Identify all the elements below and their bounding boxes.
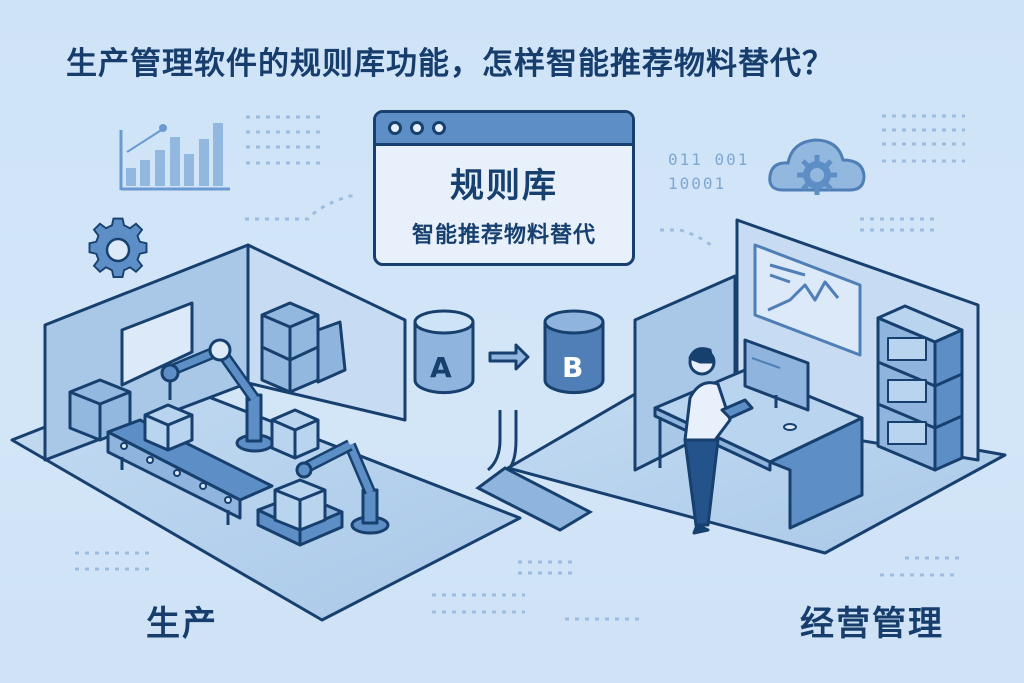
monitor-icon (743, 338, 810, 431)
robot-arm-icon (160, 338, 275, 453)
binary-line-2: 10001 (668, 174, 727, 193)
binary-decoration: 011 001 10001 (668, 148, 749, 196)
window-dot-icon (388, 121, 402, 135)
production-label: 生产 (146, 604, 218, 644)
binary-line-1: 011 001 (668, 150, 750, 169)
rule-library-heading: 规则库 (450, 166, 558, 206)
right-arrow-icon (488, 343, 530, 371)
management-zone (506, 218, 1007, 555)
database-b-icon (543, 309, 605, 395)
database-a-icon (413, 309, 475, 395)
rule-library-window: 规则库 智能推荐物料替代 (373, 110, 635, 266)
database-a-label: A (430, 351, 452, 384)
window-dot-icon (410, 121, 424, 135)
bar-chart-icon (119, 123, 230, 191)
shelf-icon (876, 304, 964, 472)
cloud-gear-icon (768, 138, 866, 195)
production-zone (10, 243, 522, 622)
rule-library-subheading: 智能推荐物料替代 (411, 223, 596, 248)
page-title: 生产管理软件的规则库功能，怎样智能推荐物料替代？ (66, 46, 834, 82)
database-b-label: B (562, 351, 584, 384)
person-icon (683, 347, 754, 535)
management-label: 经营管理 (800, 604, 944, 644)
window-titlebar (376, 113, 632, 146)
window-dot-icon (432, 121, 446, 135)
gear-icon (88, 217, 148, 278)
